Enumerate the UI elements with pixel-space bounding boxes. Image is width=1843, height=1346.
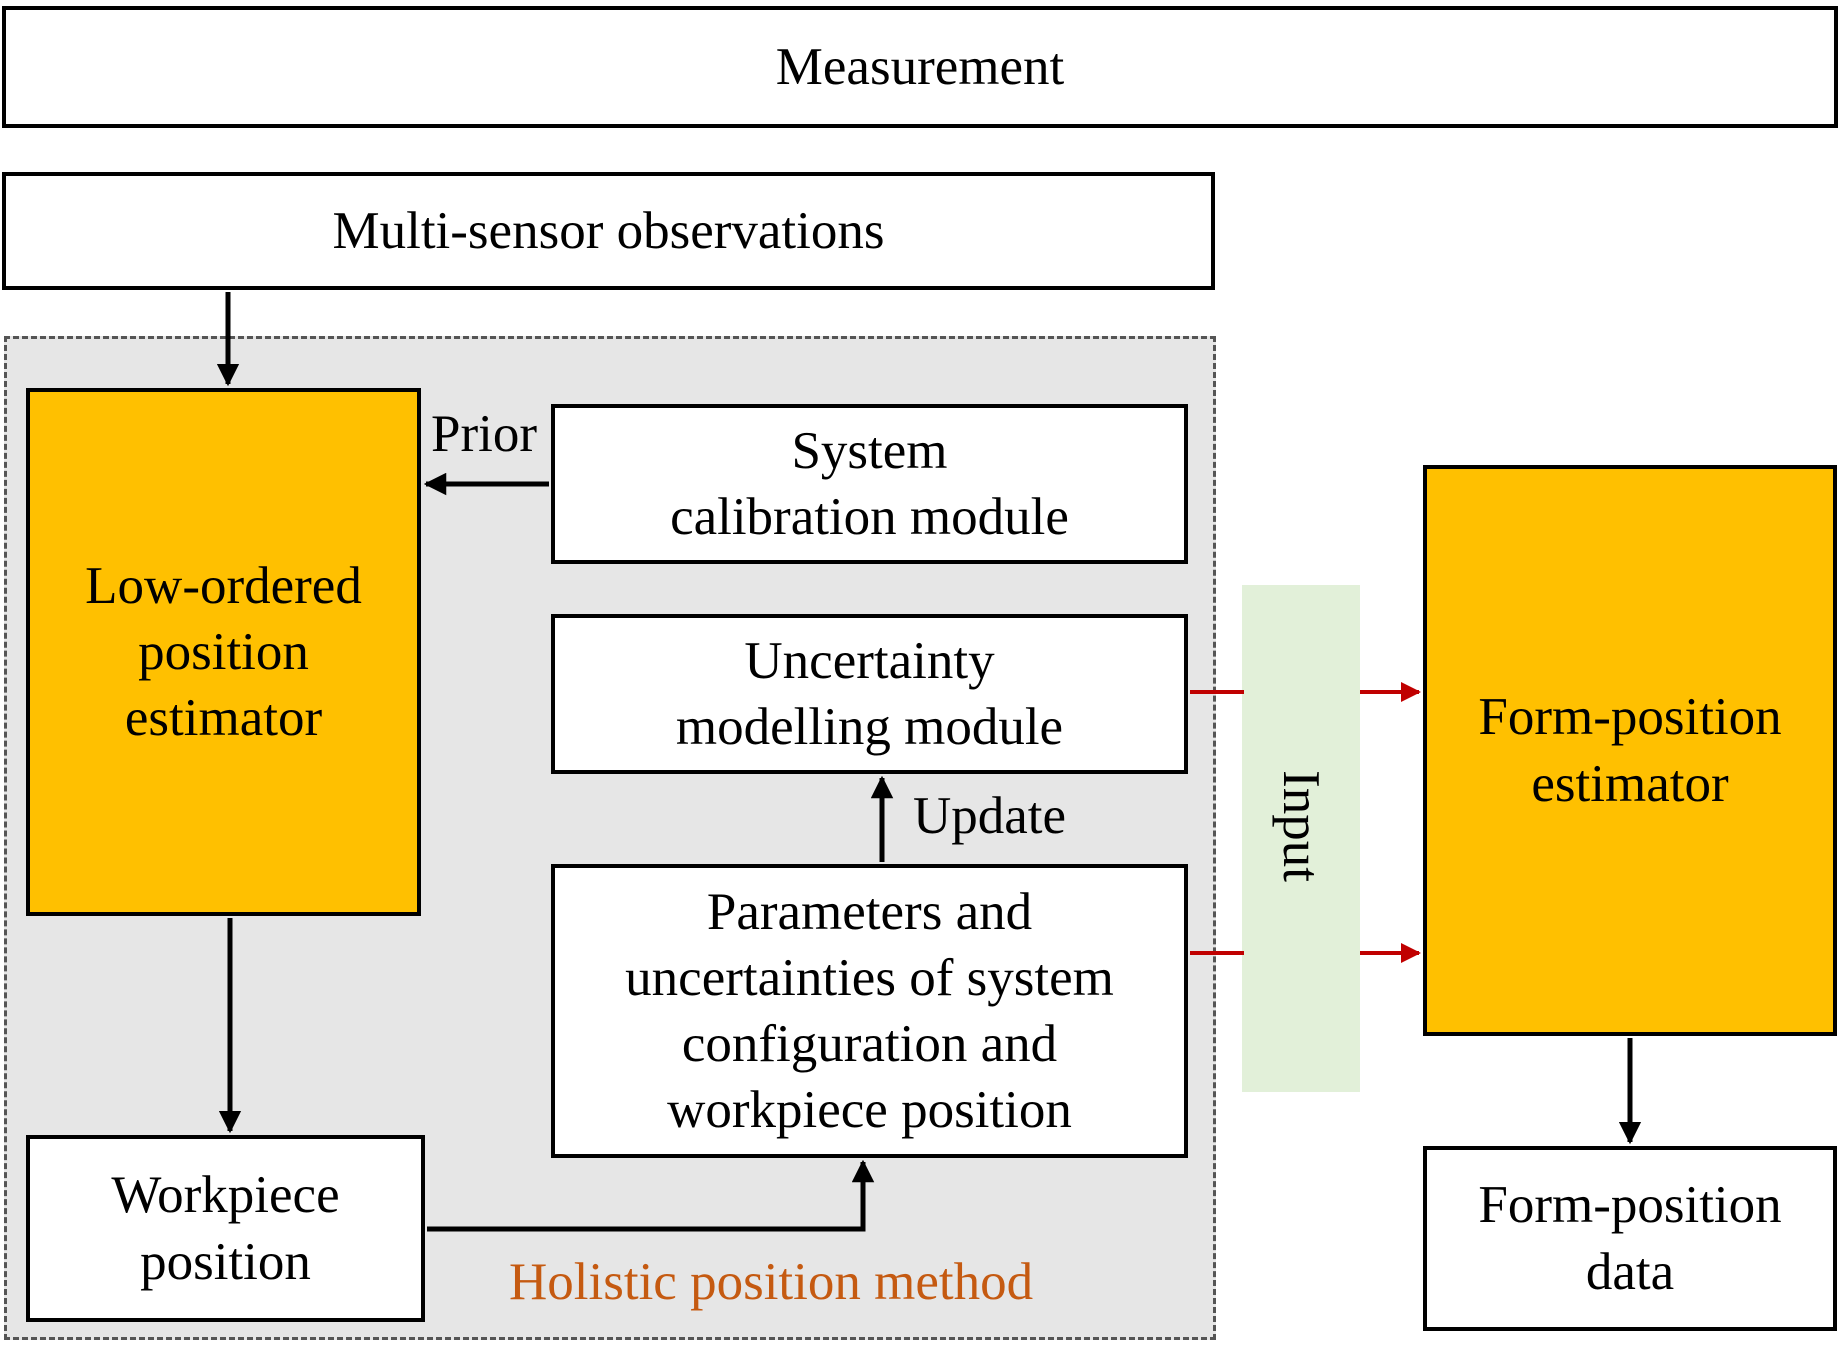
input-label: Input <box>1272 770 1330 882</box>
measurement-label: Measurement <box>775 37 1065 96</box>
system-calibration-module-box: System calibration module <box>551 404 1188 564</box>
form-position-data-label: Form-position data <box>1478 1176 1782 1301</box>
form-position-data-box: Form-position data <box>1423 1146 1837 1331</box>
input-band <box>1242 585 1360 1092</box>
low-ordered-position-estimator-label: Low-ordered position estimator <box>85 556 362 748</box>
form-position-estimator-box: Form-position estimator <box>1423 465 1837 1036</box>
form-position-estimator-label: Form-position estimator <box>1478 688 1782 813</box>
holistic-method-title: Holistic position method <box>509 1253 1034 1311</box>
parameters-uncertainties-box: Parameters and uncertainties of system c… <box>551 864 1188 1158</box>
measurement-box: Measurement <box>2 6 1838 128</box>
workpiece-position-label: Workpiece position <box>111 1166 340 1291</box>
update-label: Update <box>913 787 1067 845</box>
low-ordered-position-estimator-box: Low-ordered position estimator <box>26 388 421 916</box>
multi-sensor-observations-label: Multi-sensor observations <box>332 201 885 260</box>
prior-label: Prior <box>431 405 537 463</box>
workpiece-position-box: Workpiece position <box>26 1135 425 1322</box>
parameters-uncertainties-label: Parameters and uncertainties of system c… <box>625 882 1114 1140</box>
multi-sensor-observations-box: Multi-sensor observations <box>2 172 1215 290</box>
uncertainty-modelling-module-label: Uncertainty modelling module <box>675 631 1064 756</box>
uncertainty-modelling-module-box: Uncertainty modelling module <box>551 614 1188 774</box>
system-calibration-module-label: System calibration module <box>670 421 1069 546</box>
